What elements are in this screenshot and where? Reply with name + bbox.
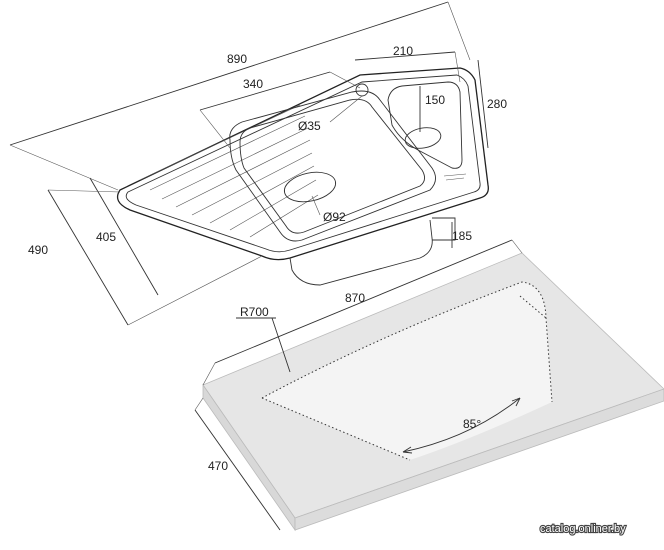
dim-490: 490 bbox=[28, 243, 48, 257]
dim-d35: Ø35 bbox=[298, 119, 321, 133]
sink-dimensions bbox=[9, 1, 489, 326]
dim-870: 870 bbox=[345, 291, 365, 305]
dim-340: 340 bbox=[243, 77, 263, 91]
countertop-dimensions bbox=[194, 239, 523, 531]
dim-470: 470 bbox=[208, 459, 228, 473]
watermark-text: catalog.onliner.by bbox=[540, 523, 626, 535]
dim-150: 150 bbox=[425, 93, 445, 107]
countertop bbox=[202, 252, 664, 532]
dim-185: 185 bbox=[452, 229, 472, 243]
sink-outline bbox=[116, 67, 489, 286]
dim-r700: R700 bbox=[240, 305, 269, 319]
dim-d92: Ø92 bbox=[323, 210, 346, 224]
dim-405: 405 bbox=[96, 230, 116, 244]
dim-280: 280 bbox=[487, 97, 507, 111]
dim-85deg: 85° bbox=[463, 417, 481, 431]
dim-890: 890 bbox=[227, 52, 247, 66]
dim-210: 210 bbox=[393, 44, 413, 58]
